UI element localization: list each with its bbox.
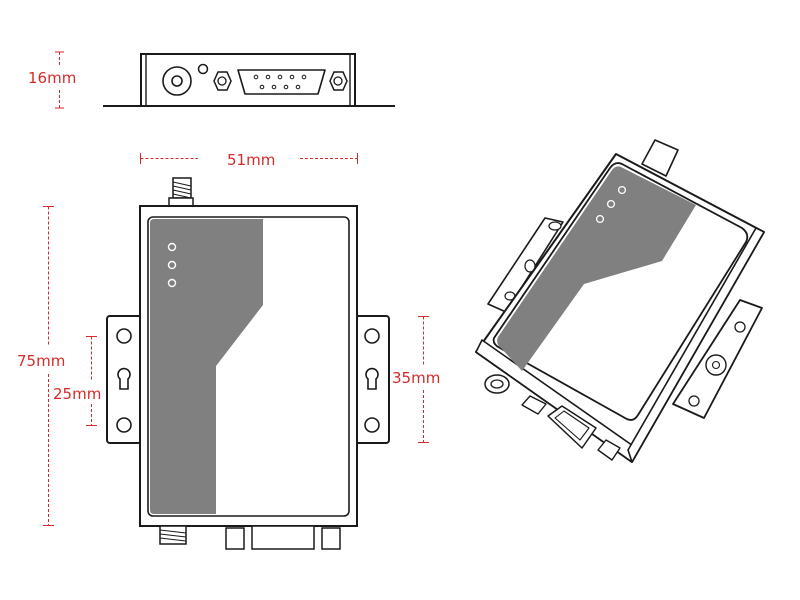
length-dimension-label: 75mm (17, 352, 65, 370)
keyhole-icon (365, 367, 379, 390)
bracket-height-dimension (418, 316, 429, 443)
serial-port-front-icon (237, 69, 326, 95)
height-dimension-label: 16mm (28, 69, 76, 87)
mount-hole-icon (688, 395, 700, 407)
hex-nut-left-icon (213, 71, 232, 91)
bottom-nut-left (225, 527, 245, 550)
hole-spacing-dimension (86, 336, 97, 426)
hex-nut-right-icon (329, 71, 348, 91)
mount-bracket-right (354, 315, 390, 444)
antenna-connector-top-icon (168, 177, 194, 208)
mount-hole-icon (116, 417, 132, 433)
keyhole-icon (117, 367, 131, 390)
iso-device-panel (492, 162, 749, 421)
led-icon (606, 199, 616, 209)
hole-spacing-dimension-label: 25mm (53, 385, 101, 403)
led-icon (167, 278, 177, 288)
iso-serial-port (547, 405, 597, 449)
iso-nut-right (597, 439, 621, 461)
mount-bracket-left (106, 315, 142, 444)
side-view: 16mm (28, 51, 395, 109)
isometric-view (475, 139, 765, 463)
serial-port-bottom (251, 525, 315, 550)
iso-status-leds (595, 185, 627, 224)
led-icon (595, 214, 605, 224)
mount-hole-icon (364, 328, 380, 344)
width-dimension-label: 51mm (227, 151, 275, 169)
iso-nut-left (521, 395, 547, 415)
mount-hole-icon (116, 328, 132, 344)
antenna-connector-bottom-icon (159, 525, 187, 545)
led-icon (167, 260, 177, 270)
bottom-nut-right (321, 527, 341, 550)
status-leds (167, 242, 177, 288)
mount-hole-icon (364, 417, 380, 433)
iso-antenna-connector (484, 374, 510, 394)
led-icon (617, 185, 627, 195)
small-hole-icon (197, 63, 209, 75)
iso-mount-bracket-right (672, 299, 763, 419)
bracket-height-dimension-label: 35mm (392, 369, 440, 387)
plan-view: 75mm 25mm 35mm (17, 177, 440, 550)
led-icon (167, 242, 177, 252)
width-dimension (140, 153, 358, 164)
length-dimension (43, 206, 54, 526)
iso-panel-gray-stripe (497, 166, 696, 371)
antenna-connector-front-icon (162, 66, 192, 96)
mount-hole-icon (734, 321, 746, 333)
height-dimension (55, 51, 64, 109)
panel-gray-stripe (150, 219, 263, 514)
